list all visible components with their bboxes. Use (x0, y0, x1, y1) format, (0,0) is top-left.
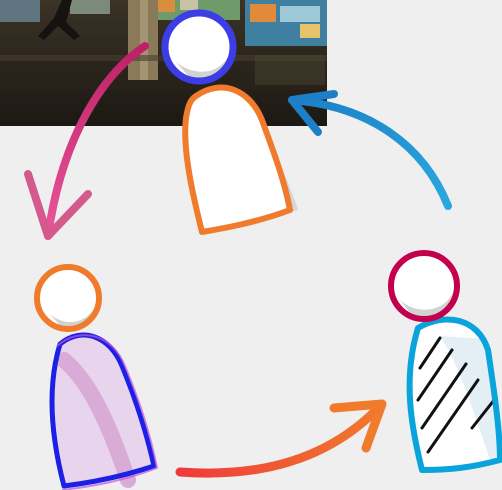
top-figure (165, 13, 298, 232)
left-to-right-arrow (180, 404, 382, 473)
left-figure (37, 267, 157, 490)
top-to-left-arrow (28, 46, 145, 236)
right-figure (391, 253, 502, 470)
top-figure-body (185, 88, 290, 232)
right-to-top-arrow-head (292, 94, 334, 132)
right-to-top-arrow-shaft (292, 100, 448, 206)
right-to-top-arrow (292, 94, 448, 206)
left-to-right-arrow-shaft (180, 404, 382, 473)
top-to-left-arrow-shaft (48, 46, 145, 236)
